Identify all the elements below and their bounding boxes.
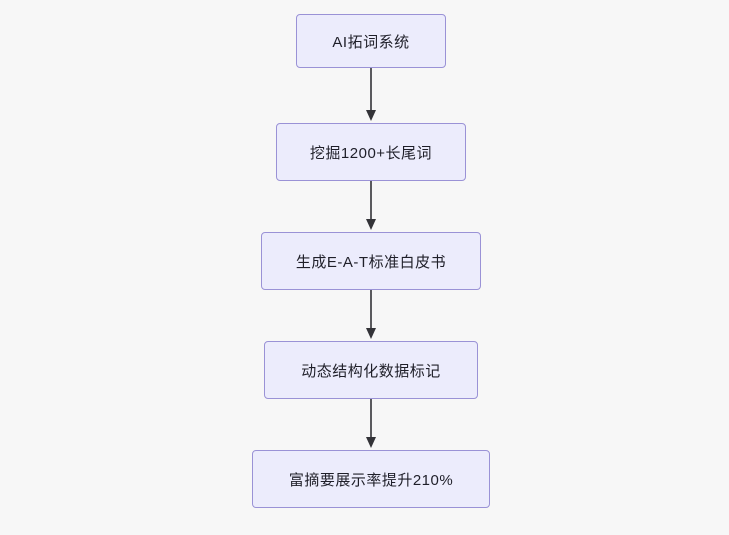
flow-node-label: AI拓词系统 — [332, 33, 410, 51]
edge-n1-n2 — [366, 68, 376, 121]
flow-node-generate-eat-whitepaper: 生成E-A-T标准白皮书 — [261, 232, 481, 290]
flow-node-dynamic-structured-data: 动态结构化数据标记 — [264, 341, 478, 399]
flow-node-rich-snippet-uplift: 富摘要展示率提升210% — [252, 450, 490, 508]
flow-node-label: 动态结构化数据标记 — [301, 362, 441, 380]
edge-n2-n3 — [366, 181, 376, 230]
flow-node-label: 挖掘1200+长尾词 — [309, 144, 433, 162]
flow-node-label: 生成E-A-T标准白皮书 — [295, 253, 447, 271]
flow-node-ai-keyword-system: AI拓词系统 — [296, 14, 446, 68]
flow-node-label: 富摘要展示率提升210% — [288, 471, 454, 489]
edge-n4-n5 — [366, 399, 376, 448]
flow-node-mine-longtail-keywords: 挖掘1200+长尾词 — [276, 123, 466, 181]
edge-n3-n4 — [366, 290, 376, 339]
